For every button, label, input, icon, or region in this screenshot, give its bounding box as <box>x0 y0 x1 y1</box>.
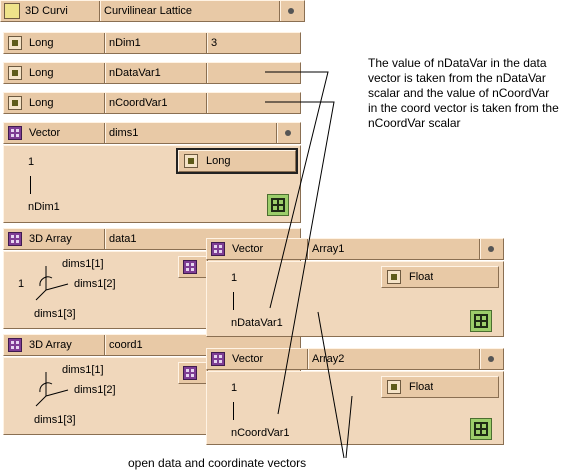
curvi-name-field[interactable]: Curvilinear Lattice <box>99 1 277 21</box>
vector-type-label: Vector <box>232 353 264 365</box>
long-scalar-icon <box>8 36 22 50</box>
array-icon <box>8 232 22 246</box>
long-type-label: Long <box>29 37 54 49</box>
long-name-field[interactable]: nCoordVar1 <box>104 93 204 113</box>
vector-element-var: nDim1 <box>28 201 60 213</box>
vector-icon <box>183 260 197 274</box>
annotation-line: scalar and the value of nCoordVar <box>368 86 550 100</box>
vector-dims-header[interactable]: Vector dims1 <box>3 122 301 144</box>
long-ncoordvar-row[interactable]: Long nCoordVar1 <box>3 92 301 114</box>
long-ndim-row[interactable]: Long nDim1 3 <box>3 32 301 54</box>
menu-dot-icon <box>285 130 291 136</box>
vector-index-label: 1 <box>231 272 238 284</box>
array-name-field[interactable]: coord1 <box>104 335 300 355</box>
array-icon <box>8 338 22 352</box>
vector-index-label: 1 <box>28 156 35 168</box>
array-name-field[interactable]: data1 <box>104 229 300 249</box>
long-name-field[interactable]: nDim1 <box>104 33 204 53</box>
curvi-header[interactable]: 3D Curvi Curvilinear Lattice <box>0 0 305 22</box>
axes-icon <box>35 266 69 301</box>
annotation-line: The value of nDataVar in the data <box>368 56 547 70</box>
vector-array1-header[interactable]: Vector Array1 <box>206 238 504 260</box>
long-value-field[interactable] <box>206 63 300 83</box>
vector-index-label: 1 <box>231 382 238 394</box>
vector-menu-button[interactable] <box>276 123 300 143</box>
vector-index-line <box>30 176 31 194</box>
vector-index-line <box>233 402 234 420</box>
menu-dot-icon <box>288 8 294 14</box>
long-name-field[interactable]: nDataVar1 <box>104 63 204 83</box>
axes-icon <box>35 372 69 407</box>
annotation-line: nCoordVar scalar <box>368 116 461 130</box>
vector-icon <box>183 366 197 380</box>
array-dim1-label: dims1[1] <box>62 258 104 270</box>
vector-element-var: nCoordVar1 <box>231 427 290 439</box>
long-value-field[interactable]: 3 <box>206 33 300 53</box>
long-ndatavar-row[interactable]: Long nDataVar1 <box>3 62 301 84</box>
long-type-label: Long <box>29 97 54 109</box>
array-type-label: 3D Array <box>29 233 72 245</box>
annotation-top: The value of nDataVar in the data vector… <box>368 56 559 131</box>
menu-dot-icon <box>488 246 494 252</box>
vector-element-var: nDataVar1 <box>231 317 283 329</box>
vector-icon <box>211 242 225 256</box>
curvi-menu-button[interactable] <box>279 1 305 21</box>
vector-icon <box>211 352 225 366</box>
vector-element-type-button[interactable]: Float <box>381 266 499 288</box>
array-dim2-label: dims1[2] <box>74 384 116 396</box>
vector-element-type-button[interactable]: Long <box>176 148 298 174</box>
vector-array2-panel: 1 nCoordVar1 Float <box>206 371 504 445</box>
array-type-label: 3D Array <box>29 339 72 351</box>
vector-name-field[interactable]: dims1 <box>104 123 274 143</box>
long-scalar-icon <box>8 96 22 110</box>
open-vector-button[interactable] <box>470 418 492 440</box>
array-dim3-label: dims1[3] <box>34 414 76 426</box>
vector-array1-panel: 1 nDataVar1 Float <box>206 261 504 337</box>
long-scalar-icon <box>184 154 198 168</box>
element-type-label: Float <box>409 271 434 283</box>
vector-menu-button[interactable] <box>479 349 503 369</box>
open-vector-button[interactable] <box>267 194 289 216</box>
array-dim1-label: dims1[1] <box>62 364 104 376</box>
vector-name-field[interactable]: Array2 <box>307 349 477 369</box>
curvi-type-label: 3D Curvi <box>25 5 68 17</box>
long-scalar-icon <box>8 66 22 80</box>
long-value-field[interactable] <box>206 93 300 113</box>
vector-type-label: Vector <box>29 127 61 139</box>
vector-menu-button[interactable] <box>479 239 503 259</box>
array-dim2-label: dims1[2] <box>74 278 116 290</box>
annotation-line: vector is taken from the nDataVar <box>368 71 546 85</box>
array-count-label: 1 <box>18 278 25 290</box>
element-type-label: Float <box>409 381 434 393</box>
long-type-label: Long <box>29 67 54 79</box>
vector-icon <box>8 126 22 140</box>
vector-index-line <box>233 292 234 310</box>
curvilinear-lattice-icon <box>4 3 20 19</box>
array-element-button[interactable] <box>178 256 208 278</box>
annotation-bottom: open data and coordinate vectors <box>128 456 307 470</box>
vector-type-label: Vector <box>232 243 264 255</box>
array-dim3-label: dims1[3] <box>34 308 76 320</box>
element-type-label: Long <box>206 155 231 167</box>
float-scalar-icon <box>387 380 401 394</box>
float-scalar-icon <box>387 270 401 284</box>
menu-dot-icon <box>488 356 494 362</box>
array-element-button[interactable] <box>178 362 208 384</box>
open-vector-button[interactable] <box>470 310 492 332</box>
vector-array2-header[interactable]: Vector Array2 <box>206 348 504 370</box>
vector-element-type-button[interactable]: Float <box>381 376 499 398</box>
vector-dims-panel: 1 nDim1 Long <box>3 145 301 223</box>
annotation-line: in the coord vector is taken from the <box>368 101 559 115</box>
